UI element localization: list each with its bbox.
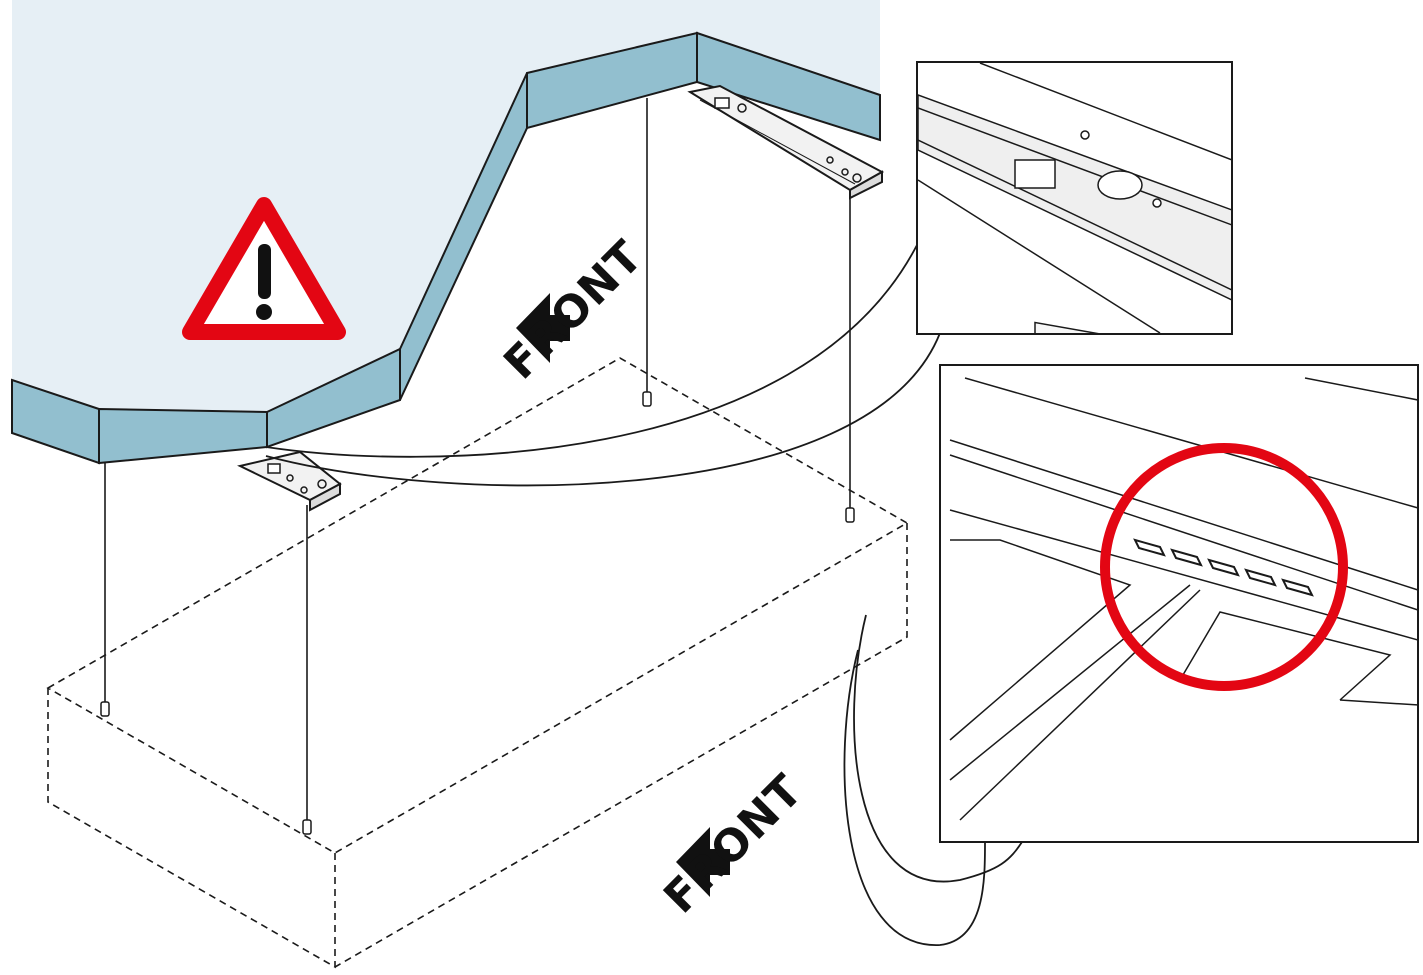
callout-connector-bottom [843,614,1023,946]
front-label-upper: FRONT [494,231,653,390]
detail-view-bracket [916,61,1233,335]
connector-ports [1133,538,1314,597]
arrow-up-left-icon [676,827,730,897]
warning-triangle-icon [182,197,346,340]
front-bracket [237,450,342,512]
front-indicator-lower: FRONT [654,765,813,924]
callout-connector-top [265,244,941,487]
front-indicator-upper: FRONT [494,231,653,390]
arrow-up-left-icon [516,293,570,363]
screw-lines [104,98,851,822]
screw-icon [100,391,855,835]
front-label-lower: FRONT [654,765,813,924]
highlight-circle [1100,443,1348,691]
detail-view-connector-ports [939,364,1419,843]
frame-outline [46,357,909,969]
